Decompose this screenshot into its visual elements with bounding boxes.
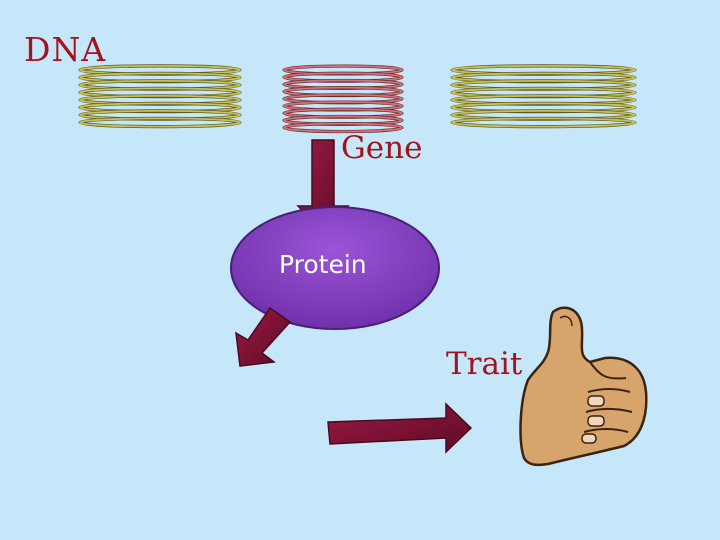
thumbs-up-hand-icon [519,306,648,467]
arrow-to-trait [327,402,473,454]
dna-strand-left [78,64,242,129]
dna-strand-right [450,64,637,129]
strand-loop [451,117,636,128]
gene-strand [282,64,404,134]
strand-loop [79,117,241,128]
arrow-protein-down [235,306,292,367]
dna-label: DNA [24,30,107,69]
trait-label: Trait [446,346,523,382]
protein-ellipse [230,206,440,330]
gene-label: Gene [341,130,423,166]
protein-label: Protein [279,250,367,279]
strand-loop [283,122,403,133]
